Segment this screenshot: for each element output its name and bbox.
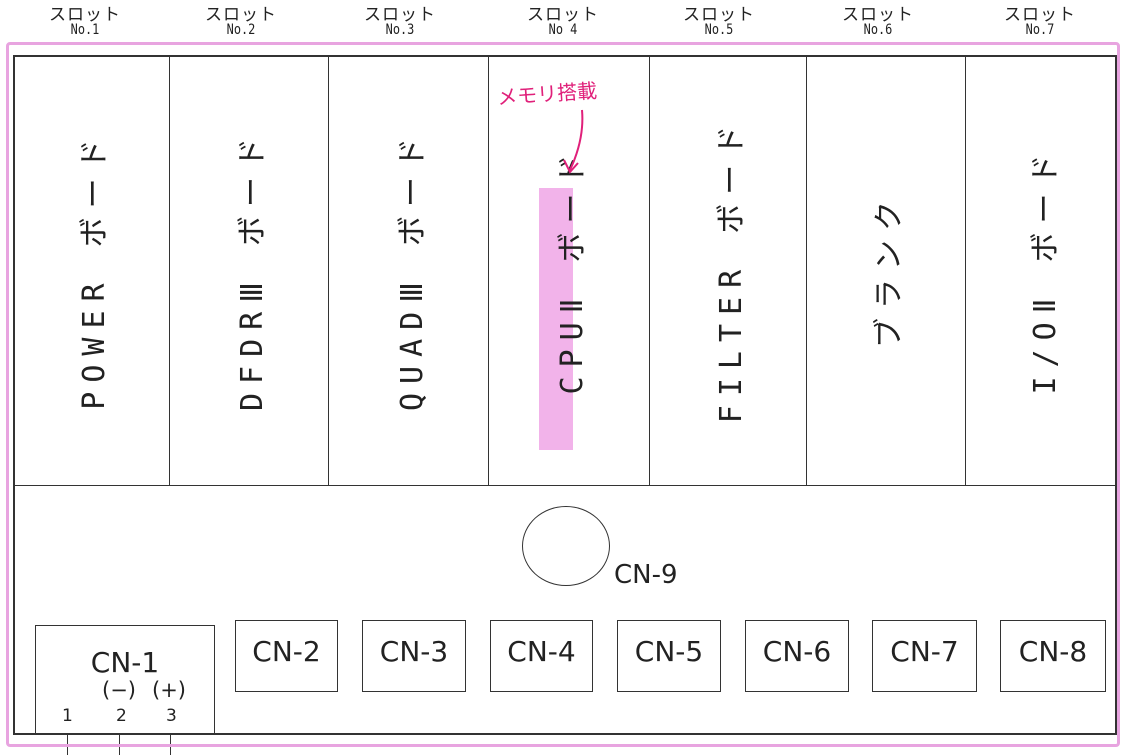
cpu-highlight: [539, 188, 573, 450]
connector-cn6: CN-6: [745, 620, 849, 692]
slot-title: スロット: [842, 5, 914, 25]
slot-number: No.2: [226, 22, 256, 38]
board-power: POWER ボード: [13, 55, 170, 485]
cn9-label: CN-9: [614, 560, 678, 590]
connector-label: CN-1: [90, 646, 160, 679]
pin-lead: [119, 735, 120, 755]
pin-label: 3: [166, 706, 177, 726]
board-label: ブランク: [872, 192, 907, 348]
board-label: CPUⅡ ボード: [555, 145, 590, 395]
slot-title: スロット: [683, 5, 755, 25]
connector-cn3: CN-3: [362, 620, 466, 692]
connector-label: CN-4: [507, 635, 576, 668]
connector-cn1: CN-1 (−) (+) 1 2 3: [35, 625, 215, 735]
connector-cn8: CN-8: [1000, 620, 1106, 692]
pin-lead: [67, 735, 68, 755]
board-filter: FILTER ボード: [650, 55, 807, 485]
plus-polarity: (+): [152, 678, 186, 702]
board-blank: ブランク: [807, 55, 966, 485]
slot-number: No.5: [704, 22, 734, 38]
connector-cn4: CN-4: [490, 620, 593, 692]
connector-cn5: CN-5: [617, 620, 721, 692]
slot-title: スロット: [205, 5, 277, 25]
connector-label: CN-7: [890, 635, 959, 668]
pin-label: 1: [62, 706, 73, 726]
board-dfdr: DFDRⅢ ボード: [170, 55, 329, 485]
slot-number: No 4: [548, 22, 578, 38]
slot-title: スロット: [49, 5, 121, 25]
board-divider: [13, 485, 1117, 486]
connector-label: CN-5: [634, 635, 704, 668]
pin-label: 2: [116, 706, 127, 726]
slot-number: No.1: [70, 22, 100, 38]
chassis-frame: [13, 55, 1117, 735]
connector-cn2: CN-2: [235, 620, 338, 692]
board-io: I/OⅡ ボード: [966, 55, 1117, 485]
connector-label: CN-6: [762, 635, 832, 668]
connector-label: CN-8: [1018, 635, 1088, 668]
cn9-connector-circle: [522, 506, 610, 586]
slot-title: スロット: [527, 5, 599, 25]
minus-polarity: (−): [102, 678, 136, 702]
connector-cn7: CN-7: [872, 620, 977, 692]
board-label: DFDRⅢ ボード: [235, 129, 270, 411]
slot-title: スロット: [1004, 5, 1076, 25]
board-quad: QUADⅢ ボード: [329, 55, 489, 485]
board-label: I/OⅡ ボード: [1027, 145, 1063, 395]
annotation-arrow-icon: [563, 109, 584, 174]
board-label: POWER ボード: [77, 130, 112, 410]
connector-label: CN-2: [252, 635, 321, 668]
slot-number: No.6: [863, 22, 893, 38]
board-label: FILTER ボード: [714, 116, 749, 424]
slot-number: No.7: [1025, 22, 1055, 38]
board-cpu: CPUⅡ ボード: [489, 55, 650, 485]
pin-lead: [170, 735, 171, 755]
board-label: QUADⅢ ボード: [394, 129, 430, 411]
slot-title: スロット: [364, 5, 436, 25]
slot-number: No.3: [385, 22, 415, 38]
connector-label: CN-3: [379, 635, 449, 668]
